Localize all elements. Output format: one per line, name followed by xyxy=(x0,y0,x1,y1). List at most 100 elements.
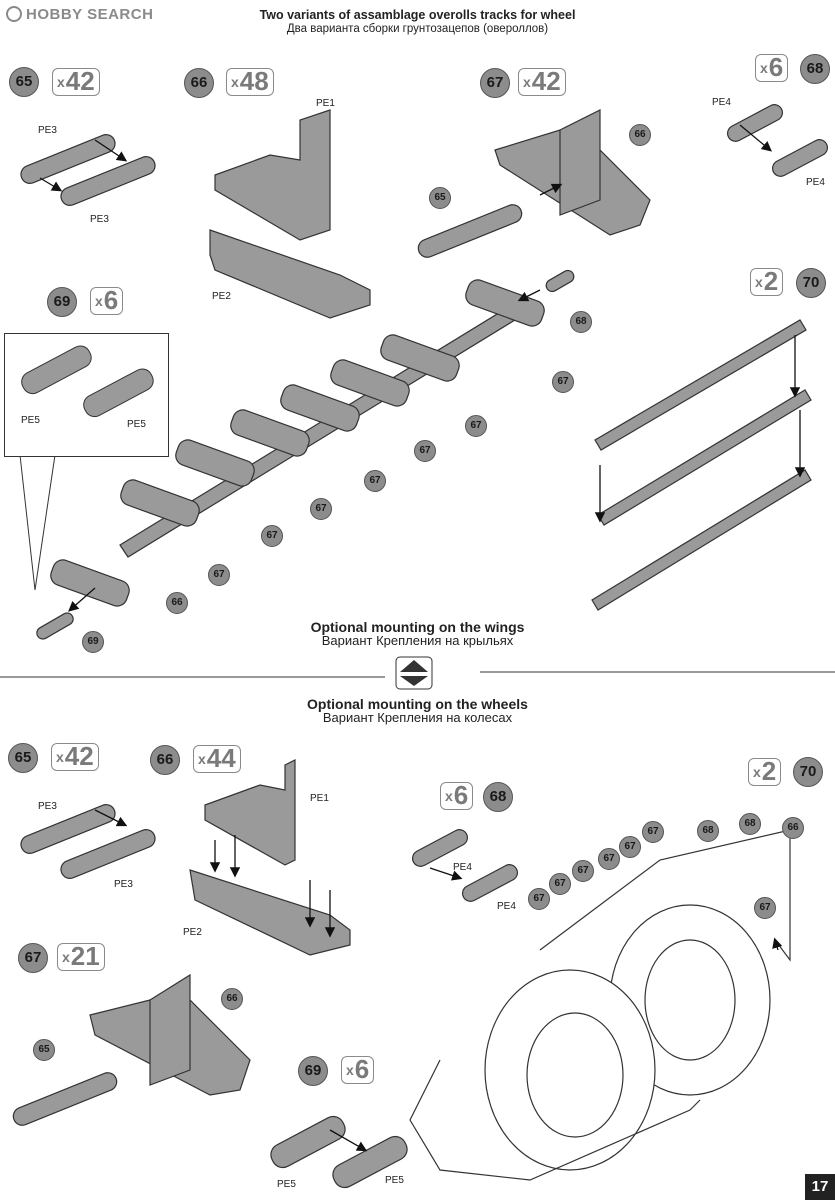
label-pe5: PE5 xyxy=(385,1175,404,1186)
qty-prefix: x xyxy=(231,74,239,90)
step-65-qty: x42 xyxy=(51,743,99,771)
callout-67: 67 xyxy=(310,498,332,520)
qty-value: 44 xyxy=(206,743,236,773)
label-pe5: PE5 xyxy=(277,1179,296,1190)
callout-69: 69 xyxy=(82,631,104,653)
qty-prefix: x xyxy=(753,764,761,780)
label-pe1: PE1 xyxy=(316,98,335,109)
qty-prefix: x xyxy=(445,788,453,804)
wheels-heading-ru: Вариант Крепления на колесах xyxy=(322,710,513,725)
logo-mark-icon xyxy=(6,6,22,22)
label-pe3: PE3 xyxy=(38,801,57,812)
step-69-qty: x6 xyxy=(341,1054,375,1084)
qty-value: 2 xyxy=(761,756,777,786)
step-66-badge: 66 xyxy=(150,745,180,775)
qty-prefix: x xyxy=(62,949,70,965)
part-66-base xyxy=(209,229,371,319)
qty-prefix: x xyxy=(346,1062,354,1078)
callout-68: 68 xyxy=(739,813,761,835)
track-assemblies-top xyxy=(591,319,812,611)
step-70-qty: x2 xyxy=(750,266,784,296)
label-pe2: PE2 xyxy=(212,291,231,302)
step-65-qty: x42 xyxy=(52,68,100,96)
callout-67: 67 xyxy=(552,371,574,393)
label-pe3: PE3 xyxy=(90,214,109,225)
step-69-qty: x6 xyxy=(90,285,124,315)
step-70-badge: 70 xyxy=(793,757,823,787)
step-69-badge: 69 xyxy=(298,1056,328,1086)
callout-66: 66 xyxy=(629,124,651,146)
top-heading-ru: Два варианта сборки грунтозацепов (оверо… xyxy=(286,23,549,35)
step-68-badge: 68 xyxy=(483,782,513,812)
step-70-qty: x2 xyxy=(748,756,782,786)
qty-prefix: x xyxy=(760,60,768,76)
qty-value: 48 xyxy=(239,66,269,96)
label-pe5: PE5 xyxy=(127,419,146,430)
wings-heading-ru: Вариант Крепления на крыльях xyxy=(321,633,514,648)
step-66-qty: x48 xyxy=(226,68,274,96)
logo-text: HOBBY SEARCH xyxy=(26,6,154,23)
callout-67: 67 xyxy=(598,848,620,870)
qty-value: 42 xyxy=(531,66,561,96)
callout-65: 65 xyxy=(429,187,451,209)
step-70-badge: 70 xyxy=(796,268,826,298)
wheels xyxy=(484,904,771,1171)
qty-prefix: x xyxy=(523,74,531,90)
callout-67: 67 xyxy=(528,888,550,910)
callout-67: 67 xyxy=(261,525,283,547)
callout-66: 66 xyxy=(166,592,188,614)
part-66-bracket xyxy=(214,109,331,241)
label-pe5: PE5 xyxy=(21,415,40,426)
detail-links-drawing xyxy=(21,345,154,418)
label-pe4: PE4 xyxy=(497,901,516,912)
callout-67: 67 xyxy=(754,897,776,919)
callout-68: 68 xyxy=(570,311,592,333)
link-65-b xyxy=(60,156,156,206)
callout-67: 67 xyxy=(414,440,436,462)
qty-value: 42 xyxy=(65,66,95,96)
wings-heading-en: Optional mounting on the wings xyxy=(310,619,525,635)
label-pe2: PE2 xyxy=(183,927,202,938)
qty-value: 42 xyxy=(64,741,94,771)
qty-value: 6 xyxy=(453,780,469,810)
step-66-qty: x44 xyxy=(193,745,241,773)
chain-links-top xyxy=(50,279,545,607)
qty-value: 6 xyxy=(768,52,784,82)
qty-value: 6 xyxy=(354,1054,370,1084)
wings-heading: Optional mounting on the wings Вариант К… xyxy=(0,620,835,648)
wheels-heading-en: Optional mounting on the wheels xyxy=(307,696,528,712)
callout-67: 67 xyxy=(208,564,230,586)
step-69-badge: 69 xyxy=(47,287,77,317)
label-pe4: PE4 xyxy=(712,97,731,108)
qty-prefix: x xyxy=(95,293,103,309)
qty-value: 2 xyxy=(763,266,779,296)
step-67-qty: x42 xyxy=(518,68,566,96)
qty-value: 21 xyxy=(70,941,100,971)
label-pe3: PE3 xyxy=(114,879,133,890)
wheels-heading: Optional mounting on the wheels Вариант … xyxy=(0,697,835,725)
label-pe3: PE3 xyxy=(38,125,57,136)
qty-value: 6 xyxy=(103,285,119,315)
label-pe4: PE4 xyxy=(453,862,472,873)
callout-67: 67 xyxy=(572,860,594,882)
callout-67: 67 xyxy=(364,470,386,492)
callout-67: 67 xyxy=(549,873,571,895)
step-66-badge: 66 xyxy=(184,68,214,98)
callout-66: 66 xyxy=(782,817,804,839)
top-heading-en: Two variants of assamblage overolls trac… xyxy=(259,8,576,22)
swap-arrows-icon xyxy=(395,656,433,690)
page-number: 17 xyxy=(805,1174,835,1200)
qty-prefix: x xyxy=(56,749,64,765)
qty-prefix: x xyxy=(57,74,65,90)
step-65-badge: 65 xyxy=(9,67,39,97)
top-heading: Two variants of assamblage overolls trac… xyxy=(0,8,835,36)
callout-67: 67 xyxy=(619,836,641,858)
label-pe4: PE4 xyxy=(806,177,825,188)
link-65-a xyxy=(20,134,116,184)
callout-67: 67 xyxy=(465,415,487,437)
step-65-badge: 65 xyxy=(8,743,38,773)
step-67-badge: 67 xyxy=(480,68,510,98)
step-67-qty: x21 xyxy=(57,943,105,971)
qty-prefix: x xyxy=(198,751,206,767)
